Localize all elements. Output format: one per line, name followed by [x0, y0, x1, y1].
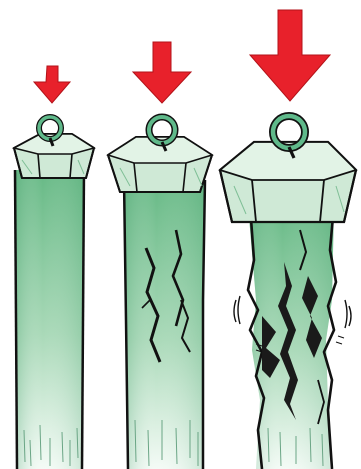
- panel-small-load: [14, 66, 94, 469]
- cracked-column: [124, 180, 205, 469]
- large-weight: [220, 142, 356, 222]
- small-load-arrow: [34, 66, 70, 103]
- panel-large-load: [220, 10, 356, 469]
- shattered-column: [248, 205, 336, 469]
- intact-column: [15, 170, 84, 469]
- medium-load-arrow: [133, 42, 191, 103]
- panel-medium-load: [108, 42, 212, 469]
- large-load-arrow: [250, 10, 330, 101]
